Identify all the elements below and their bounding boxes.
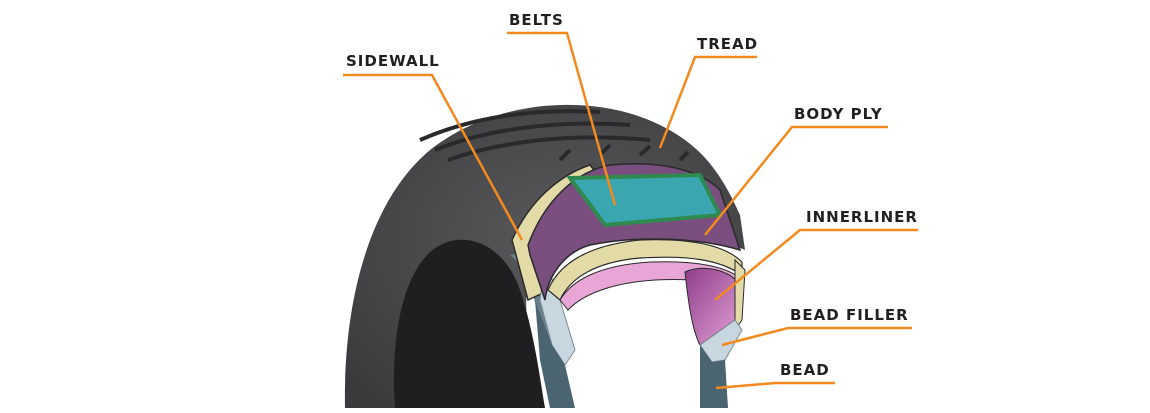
label-belts: BELTS (509, 11, 564, 29)
label-bead-filler: BEAD FILLER (790, 306, 909, 324)
leader-tread (658, 55, 757, 149)
label-sidewall: SIDEWALL (346, 52, 440, 70)
bead-filler-right (699, 319, 743, 363)
leader-body-ply (704, 125, 888, 236)
leader-bead-filler (721, 326, 912, 347)
leader-lines (343, 31, 918, 390)
right-cream-strip (734, 258, 746, 332)
bead-left (535, 300, 575, 408)
leader-sidewall (343, 73, 524, 241)
label-body-ply: BODY PLY (794, 105, 883, 123)
leader-bead (715, 381, 835, 390)
label-bead: BEAD (780, 361, 830, 379)
leader-belts (507, 31, 617, 206)
label-innerliner: INNERLINER (806, 208, 918, 226)
leader-innerliner (714, 228, 918, 301)
tire-inner-hole (394, 239, 545, 408)
bead-right (700, 345, 728, 408)
label-tread: TREAD (697, 35, 759, 53)
